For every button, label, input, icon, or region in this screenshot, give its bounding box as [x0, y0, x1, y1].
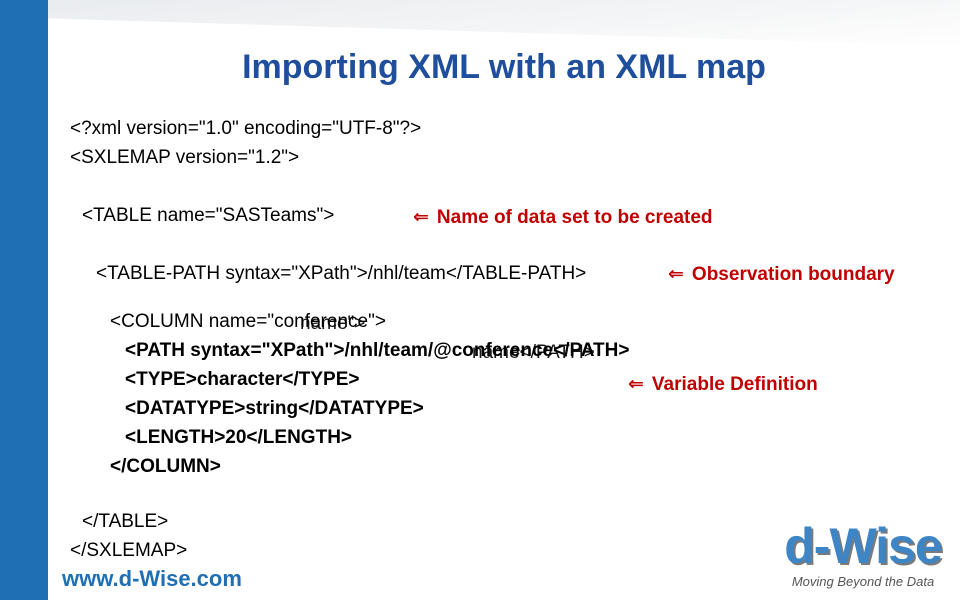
code-line-sxlemap-close: </SXLEMAP>: [70, 540, 188, 561]
sidebar-accent-bar: [0, 0, 48, 600]
code-line-xml-declaration: <?xml version="1.0" encoding="UTF-8"?>: [70, 118, 422, 139]
annotation-observation-boundary: ⇐ Observation boundary: [668, 263, 895, 287]
left-arrow-icon: ⇐: [628, 374, 644, 395]
annotation-dataset-name: ⇐ Name of data set to be created: [413, 206, 713, 230]
code-line-path: <PATH syntax="XPath">/nhl/team/@conferen…: [125, 340, 630, 361]
annotation-dataset-text: Name of data set to be created: [436, 207, 713, 228]
code-line-table-close: </TABLE>: [82, 511, 169, 532]
d-wise-logo: d-Wise Moving Beyond the Data: [778, 520, 948, 592]
code-line-sxlemap-open: <SXLEMAP version="1.2">: [70, 147, 300, 168]
header-band: [48, 0, 960, 46]
footer-website-link[interactable]: www.d-Wise.com: [62, 566, 242, 591]
code-overlay-name: name">: [300, 313, 366, 334]
annotation-variable-definition: ⇐ Variable Definition: [628, 373, 818, 397]
code-line-table-open: <TABLE name="SASTeams">: [82, 205, 335, 226]
annotation-boundary-text: Observation boundary: [691, 264, 895, 285]
code-line-column-open: <COLUMN name="conference">: [110, 311, 386, 332]
code-line-table-path: <TABLE-PATH syntax="XPath">/nhl/team</TA…: [96, 263, 587, 284]
code-line-type: <TYPE>character</TYPE>: [125, 369, 360, 390]
left-arrow-icon: ⇐: [413, 207, 429, 228]
code-overlay-path: name</PATH>: [472, 342, 595, 363]
logo-wordmark: d-Wise: [784, 518, 942, 574]
code-line-length: <LENGTH>20</LENGTH>: [125, 427, 353, 448]
left-arrow-icon: ⇐: [668, 264, 684, 285]
code-line-column-close: </COLUMN>: [110, 456, 221, 477]
page-title: Importing XML with an XML map: [242, 48, 766, 86]
annotation-variable-text: Variable Definition: [651, 374, 818, 395]
code-line-datatype: <DATATYPE>string</DATATYPE>: [125, 398, 424, 419]
logo-tagline: Moving Beyond the Data: [791, 574, 935, 589]
